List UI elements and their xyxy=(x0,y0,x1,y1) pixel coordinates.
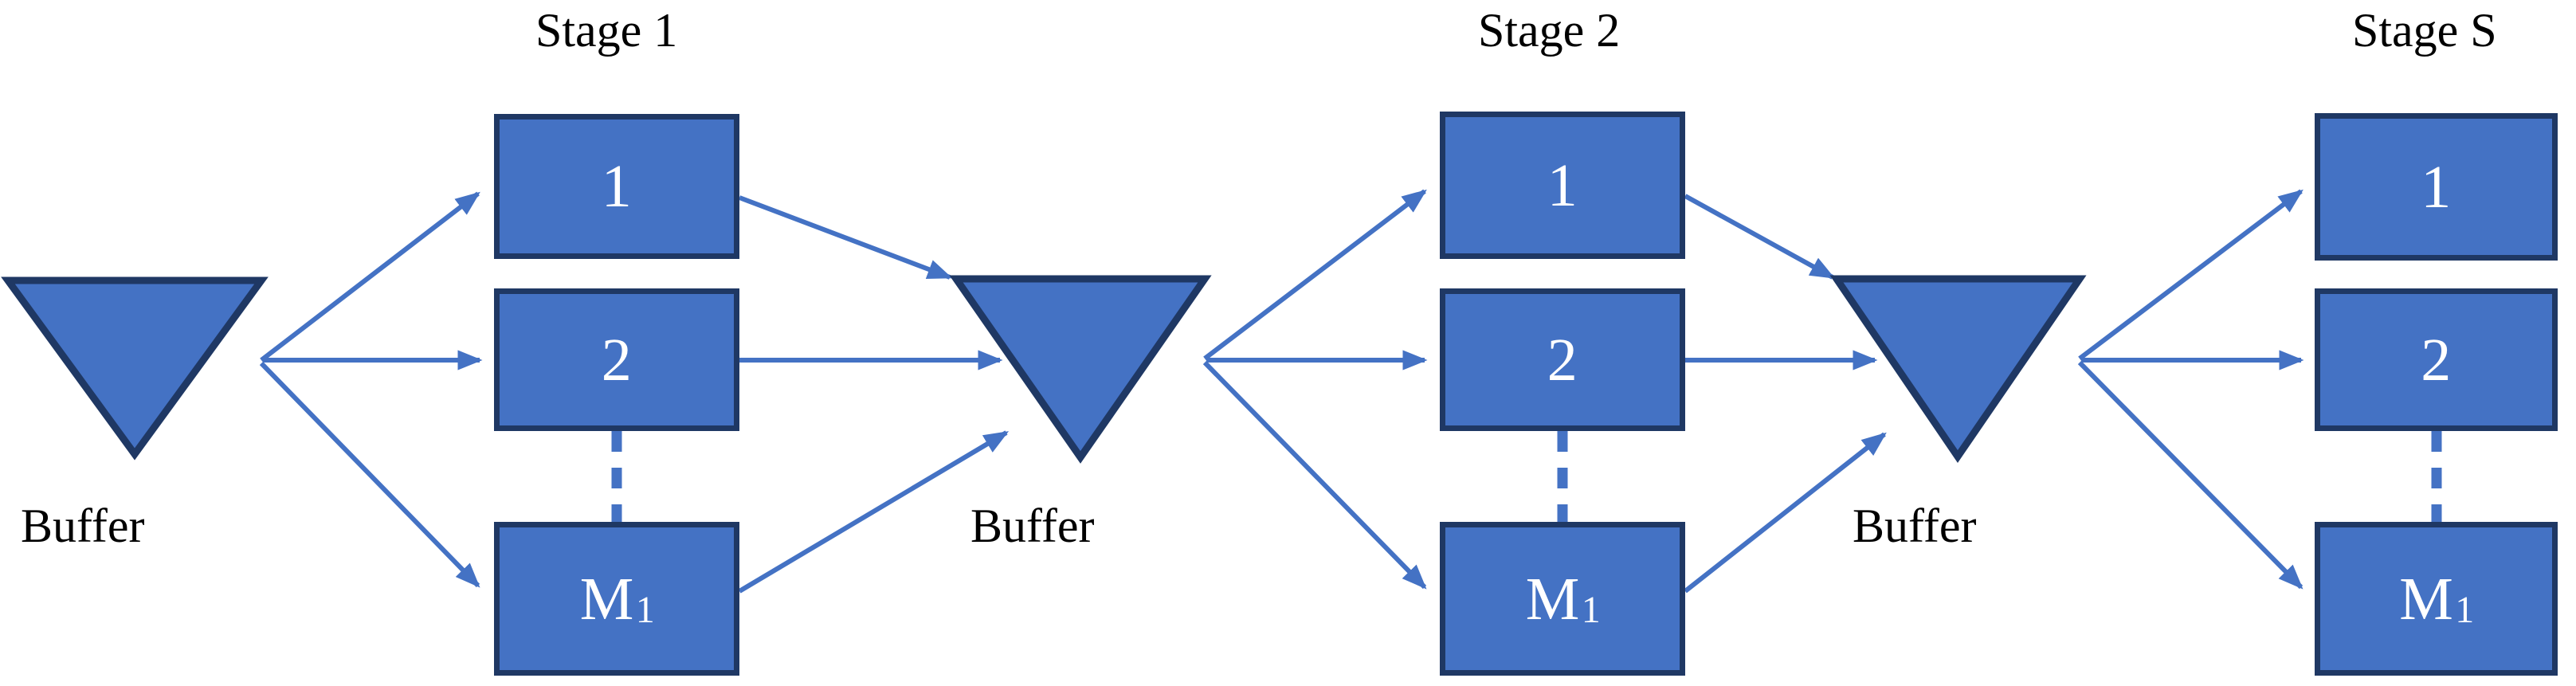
stageS-machine-2-label: 2 xyxy=(2421,326,2452,394)
arrow-buffer2-to-s2-m1 xyxy=(1203,189,1427,361)
buffer-label-1: Buffer xyxy=(21,500,145,552)
arrow-s2-m1-to-buffer3 xyxy=(1684,194,1836,280)
arrows-buffer3-to-stageS xyxy=(2077,189,2304,590)
arrows-stage1-to-buffer2 xyxy=(738,195,1010,594)
stage2-machine-M-label: M xyxy=(1525,565,1580,633)
stage1-machine-2-label: 2 xyxy=(601,326,633,394)
buffer-triangle-1[interactable] xyxy=(1,276,269,461)
stage1-machine-M-subscript: 1 xyxy=(635,588,656,631)
buffer-label-2: Buffer xyxy=(970,500,1095,552)
stageS-machine-1[interactable]: 1 xyxy=(2315,113,2558,261)
stage2-machine-1[interactable]: 1 xyxy=(1440,112,1685,259)
stage2-machine-2-label: 2 xyxy=(1547,326,1578,394)
stageS-machine-1-label: 1 xyxy=(2421,153,2452,221)
buffer-label-3: Buffer xyxy=(1853,500,1977,552)
stage1-machine-2[interactable]: 2 xyxy=(494,288,739,431)
arrow-buffer1-to-s1-mM xyxy=(259,361,480,588)
dashed-omission-links xyxy=(611,431,2442,522)
stage2-machine-M-subscript: 1 xyxy=(1581,588,1602,631)
stageS-machine-M-subscript: 1 xyxy=(2455,588,2475,631)
buffer-triangle-2[interactable] xyxy=(949,275,1212,464)
stage-title-2: Stage 2 xyxy=(1478,4,1621,57)
arrow-s1-m1-to-buffer2 xyxy=(738,195,953,280)
stage2-machine-2[interactable]: 2 xyxy=(1440,288,1685,431)
stage1-machine-1[interactable]: 1 xyxy=(494,114,739,259)
stageS-machine-2[interactable]: 2 xyxy=(2315,288,2558,431)
stageS-machine-M-label: M xyxy=(2399,565,2454,633)
buffer-triangle-3[interactable] xyxy=(1829,275,2087,463)
arrow-s1-mM-to-buffer2 xyxy=(738,430,1010,594)
arrow-buffer3-to-sS-m1 xyxy=(2078,189,2304,361)
arrows-buffer2-to-stage2 xyxy=(1202,189,1428,590)
buffer-shapes xyxy=(1,275,2087,464)
arrow-buffer3-to-sS-mM xyxy=(2077,360,2304,590)
arrows-buffer1-to-stage1 xyxy=(259,191,483,588)
arrow-buffer2-to-s2-mM xyxy=(1202,360,1427,590)
stage2-machine-1-label: 1 xyxy=(1547,151,1578,219)
arrows-stage2-to-buffer3 xyxy=(1684,194,1887,594)
arrow-buffer1-to-s1-m1 xyxy=(260,191,480,363)
stage-title-1: Stage 1 xyxy=(535,4,678,57)
stage1-machine-M-label: M xyxy=(579,565,634,633)
stage1-machine-1-label: 1 xyxy=(601,153,633,220)
stage-title-S: Stage S xyxy=(2352,4,2497,57)
arrow-s2-mM-to-buffer3 xyxy=(1684,432,1887,594)
